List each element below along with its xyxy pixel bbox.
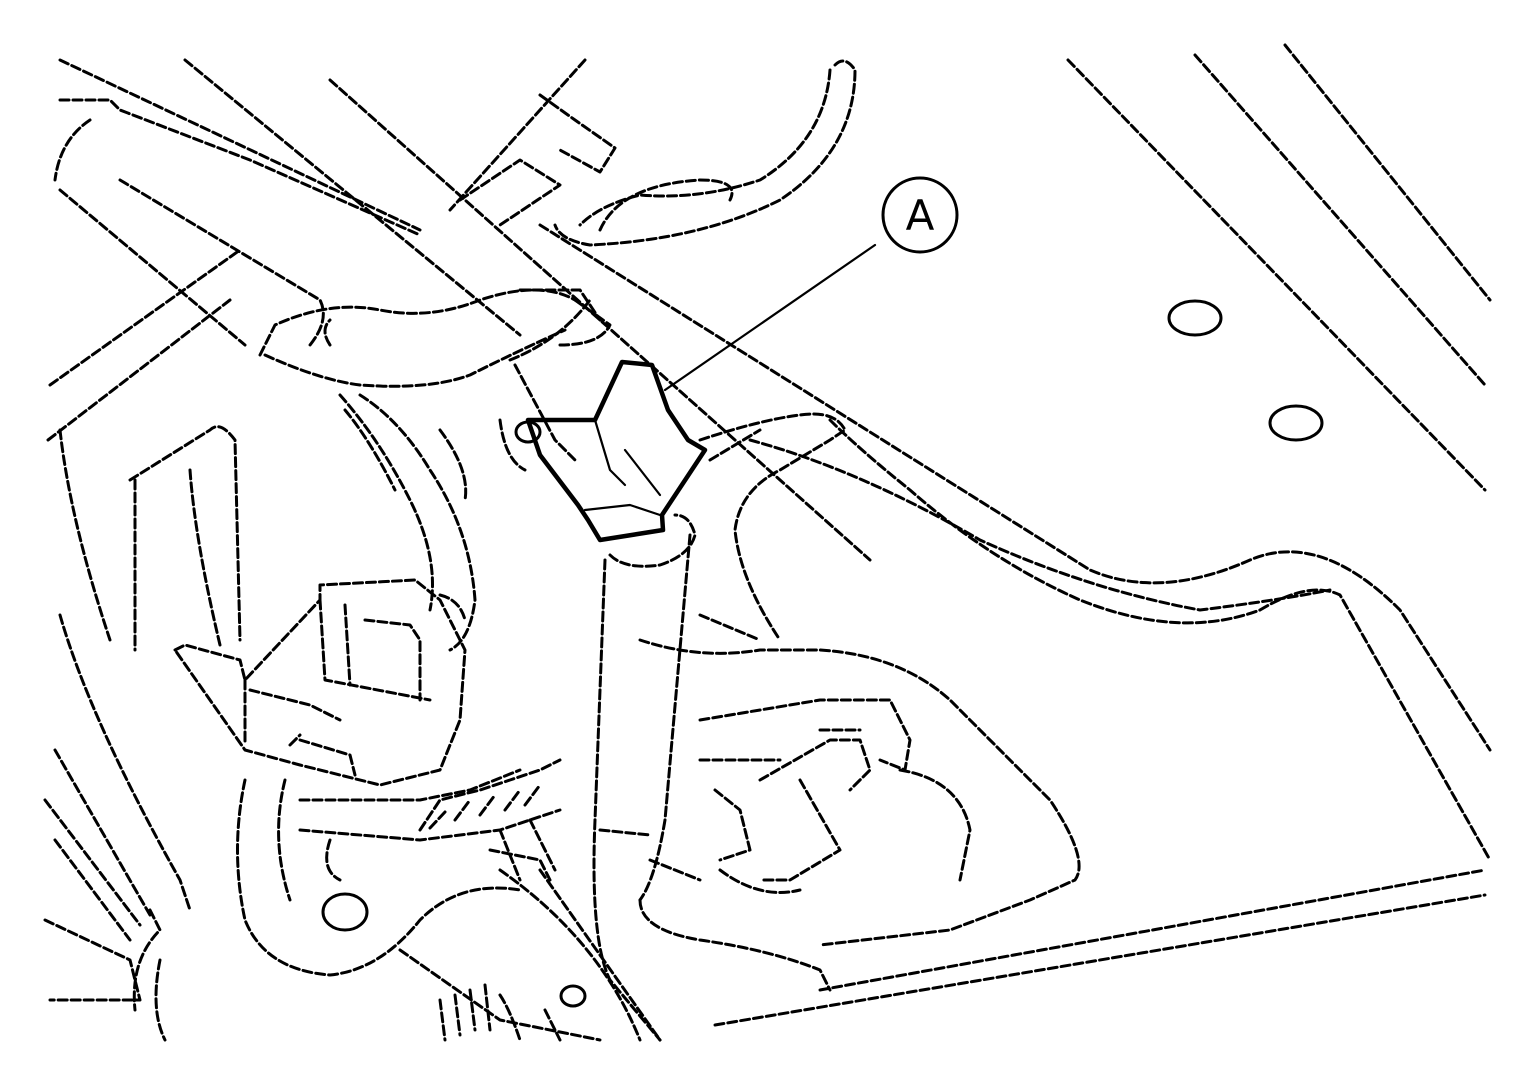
callout-a: A	[663, 176, 959, 392]
body-panel-lines	[58, 43, 1492, 1027]
electrical-connector	[173, 578, 467, 787]
component-a-highlight	[525, 359, 708, 543]
upper-hose	[553, 59, 857, 247]
panel-holes	[321, 299, 1324, 1008]
callout-leader-line	[663, 243, 877, 392]
lower-harness	[236, 758, 662, 1042]
top-left-tube	[46, 93, 617, 442]
wire-harness-loop	[258, 288, 612, 652]
callout-label: A	[906, 191, 935, 240]
callout-circle	[881, 176, 959, 254]
mount-bracket	[498, 298, 847, 642]
vertical-rod	[592, 513, 832, 1042]
lower-frame	[638, 613, 1081, 947]
left-bracket	[43, 425, 242, 1042]
